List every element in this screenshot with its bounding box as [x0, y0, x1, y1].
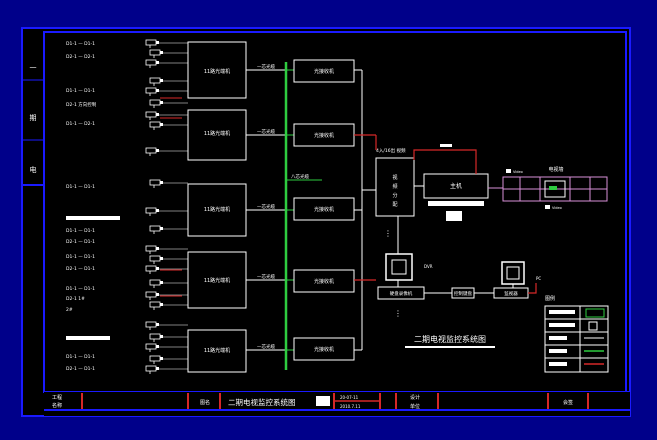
video-distributor: [375, 157, 415, 217]
recorder-label: 监视器: [504, 290, 518, 297]
camera-label: D2-1 — D2-1: [66, 54, 95, 60]
diagram-caption: 二期电视监控系统图: [414, 334, 486, 344]
camera-icon: [145, 87, 188, 96]
tb-date-1: 20-07-11: [340, 395, 359, 400]
tb-design-2: 单位: [410, 403, 420, 410]
pc-label: PC: [536, 276, 541, 281]
camera-label: D1-1 — D1-1: [66, 41, 95, 47]
control-label: 控制键盘: [454, 290, 472, 297]
legend-title: 图例: [545, 295, 555, 302]
host-keyboard: [428, 201, 484, 206]
title-block: 工程 名称 图名 二期电视监控系统图 20-07-11 2010.7.11 设计…: [44, 391, 630, 416]
camera-label: D1-1 — D1-1: [66, 184, 95, 190]
camera-label: D1-1 — D1-1: [66, 354, 95, 360]
camera-icon: [149, 77, 188, 86]
camera-label: D2-1 — D1-1: [66, 266, 95, 272]
drawing-sheet: [22, 28, 630, 416]
side-text-1: 一: [30, 64, 37, 72]
legend: [544, 305, 609, 373]
tb-date-2: 2010.7.11: [340, 404, 361, 409]
camera-icon: [149, 333, 188, 342]
camera-icon: [145, 245, 188, 254]
camera-icon: [145, 291, 188, 300]
camera-label: D2-1 — D1-1: [66, 239, 95, 245]
host-label: 主机: [450, 182, 462, 190]
fiber-label-4: 一芯光缆: [257, 273, 275, 280]
monitor-wall: [502, 176, 608, 202]
side-text-2: 期: [30, 114, 37, 122]
camera-icon: [145, 321, 188, 330]
camera-icon: [149, 99, 188, 108]
ellipsis-2: ⋮: [394, 309, 402, 318]
camera-icon: [145, 111, 188, 120]
fiber-label-1: 一芯光缆: [257, 63, 275, 70]
fiber-center-label: 八芯光缆: [291, 173, 309, 180]
monitor-wall-label: 电视墙: [548, 166, 563, 173]
fiber-label-2: 一芯光缆: [257, 128, 275, 135]
host-unit: [446, 211, 462, 221]
dvr-label: 硬盘录像机: [390, 290, 413, 297]
svg-text:配: 配: [392, 202, 397, 208]
camera-label: D1-1 — D2-1: [66, 121, 95, 127]
side-text-3: 电: [30, 165, 37, 174]
matrix-label: 视: [392, 174, 397, 181]
camera-icon: [149, 225, 188, 234]
camera-label: D1-1 — D1-1: [66, 228, 95, 234]
ellipsis-1: ⋮: [384, 229, 392, 238]
fiber-label-3: 一芯光缆: [257, 203, 275, 210]
rx-label-5: 光接收机: [314, 346, 334, 353]
camera-icon: [149, 179, 188, 188]
camera-icon: [145, 39, 188, 48]
encoder-label-5: 11路光端机: [204, 347, 230, 354]
fiber-links: [246, 69, 286, 351]
camera-label: 2#: [66, 307, 73, 313]
camera-icon: [145, 59, 188, 68]
encoder-label-4: 11路光端机: [204, 277, 230, 284]
camera-icon: [145, 147, 188, 156]
tb-design-1: 设计: [410, 394, 420, 401]
camera-icon: [145, 265, 188, 274]
camera-groups: D1-1 — D1-1D2-1 — D2-1D1-1 — D1-1D2-1 方向…: [66, 39, 188, 374]
rx-label-4: 光接收机: [314, 278, 334, 285]
camera-icon: [149, 279, 188, 288]
camera-label: D2-1 — D1-1: [66, 366, 95, 372]
camera-label: D2-1 方向控制: [66, 101, 97, 108]
rx-label-3: 光接收机: [314, 206, 334, 213]
optical-receivers: 光接收机 光接收机 光接收机 光接收机 光接收机: [293, 59, 355, 361]
rx-label-2: 光接收机: [314, 132, 334, 139]
camera-icon: [149, 355, 188, 364]
tb-approve: 会签: [563, 399, 573, 406]
camera-icon: [149, 301, 188, 310]
tb-drawing-no: 图名: [200, 399, 210, 406]
camera-icon: [149, 49, 188, 58]
camera-icon: [149, 255, 188, 264]
camera-icon: [145, 207, 188, 216]
encoder-label-3: 11路光端机: [204, 206, 230, 213]
tb-drawing-title: 二期电视监控系统图: [228, 397, 296, 407]
camera-label: D1-1 — D1-1: [66, 88, 95, 94]
tb-project-2: 名称: [52, 402, 62, 409]
camera-label: D2-1 1#: [66, 296, 85, 302]
svg-text:频: 频: [392, 183, 397, 190]
camera-label: D1-1 — D1-1: [66, 254, 95, 260]
video-label-a: Video: [513, 170, 523, 174]
svg-text:分: 分: [392, 192, 397, 199]
camera-icon: [145, 343, 188, 352]
camera-label: D1-1 — D1-1: [66, 286, 95, 292]
matrix-top-label: 4入/16出 视频: [376, 147, 406, 154]
tb-project-1: 工程: [52, 394, 62, 401]
monitor-small-label: DVR: [424, 264, 433, 269]
camera-icon: [149, 121, 188, 130]
encoder-label-1: 11路光端机: [204, 68, 230, 75]
fiber-label-5: 一芯光缆: [257, 343, 275, 350]
monitor-screen-1: [385, 253, 413, 281]
encoder-label-2: 11路光端机: [204, 130, 230, 137]
camera-icon: [145, 365, 188, 374]
rx-label-1: 光接收机: [314, 68, 334, 75]
video-label-b: Video: [552, 206, 562, 210]
